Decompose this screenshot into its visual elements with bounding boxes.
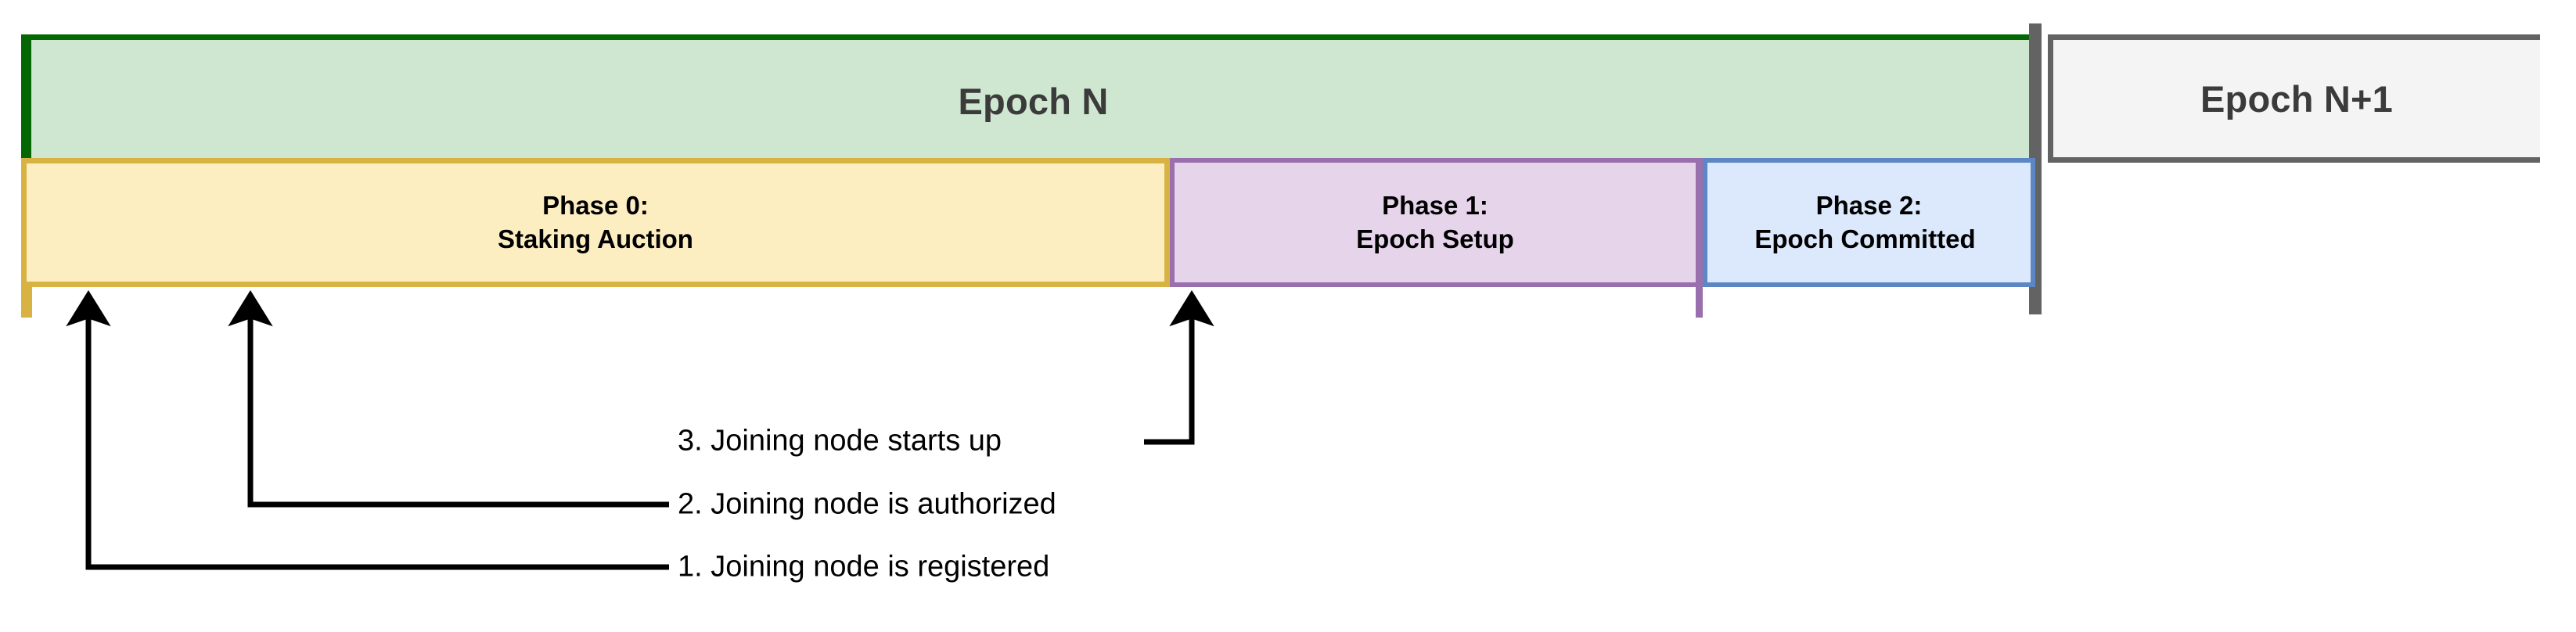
phase-0-title: Phase 0:: [542, 191, 649, 221]
phase-0-box: Phase 0: Staking Auction: [21, 158, 1170, 287]
epoch-n-box: Epoch N: [31, 34, 2035, 163]
connector-step-1: [66, 289, 669, 570]
connector-step-3: [1144, 289, 1214, 445]
step-3-label: 3. Joining node starts up: [678, 424, 1002, 458]
epoch-n-plus-1-box: Epoch N+1: [2048, 34, 2540, 163]
phase-2-subtitle: Epoch Committed: [1754, 224, 1976, 253]
phase-1-subtitle: Epoch Setup: [1356, 224, 1514, 253]
phase-2-title: Phase 2:: [1815, 191, 1923, 221]
phase-2-box: Phase 2: Epoch Committed: [1703, 158, 2035, 287]
epoch-n-start-marker: [21, 34, 32, 163]
step-1-label: 1. Joining node is registered: [678, 550, 1050, 584]
phase-1-title: Phase 1:: [1382, 191, 1488, 221]
phase-1-end-marker: [1696, 158, 1703, 318]
connector-step-2: [228, 289, 669, 508]
epoch-n-plus-1-label: Epoch N+1: [2200, 77, 2393, 120]
step-2-label: 2. Joining node is authorized: [678, 487, 1056, 521]
phase-0-subtitle: Staking Auction: [498, 224, 693, 253]
phase-1-box: Phase 1: Epoch Setup: [1170, 158, 1700, 287]
epoch-n-label: Epoch N: [958, 81, 1109, 122]
